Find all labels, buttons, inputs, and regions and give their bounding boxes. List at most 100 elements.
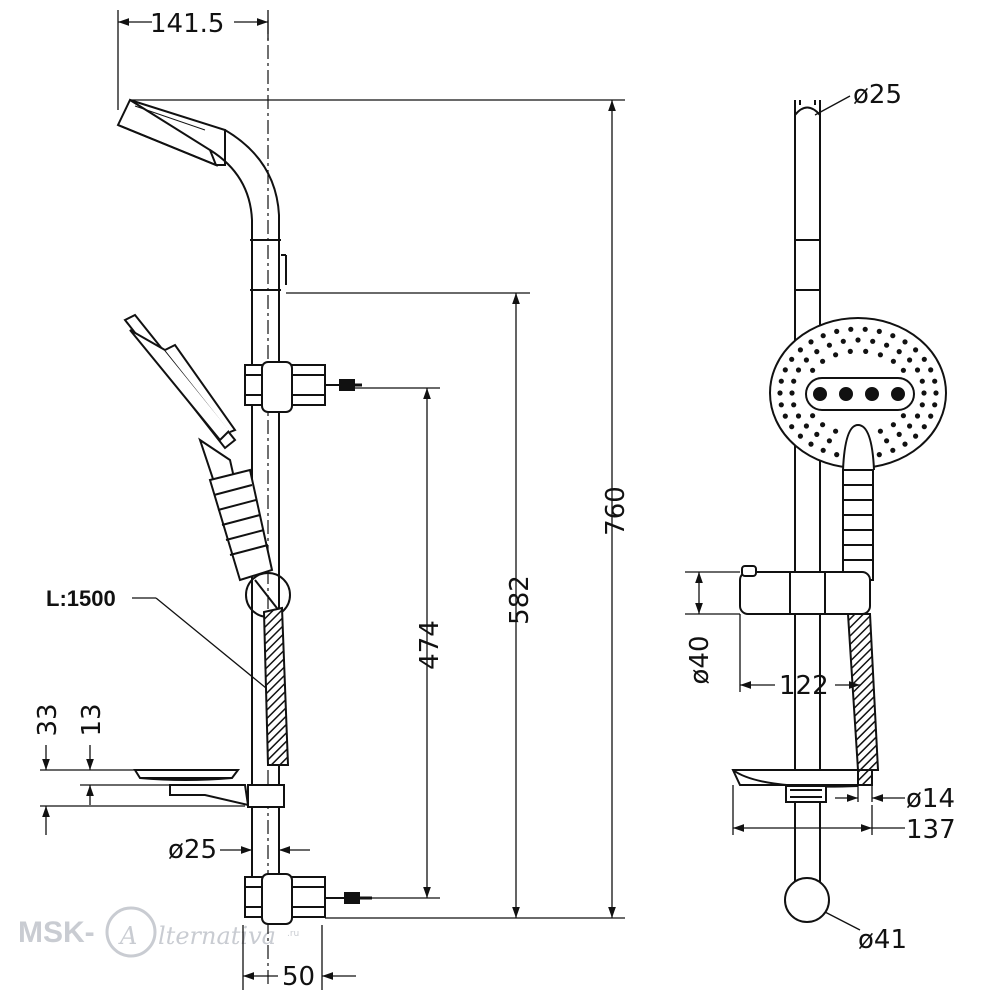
watermark-prefix: MSK- [18, 916, 95, 949]
spray-nozzle [778, 402, 784, 408]
side-dimension-labels: 141.5 760 582 474 L:1500 33 13 ø25 50 [33, 9, 631, 992]
front-view [731, 100, 947, 923]
spray-nozzle [803, 357, 810, 363]
side-bottom-bracket [244, 873, 372, 925]
front-dimensions [685, 95, 905, 931]
spray-nozzle [782, 413, 788, 419]
spray-nozzle [921, 424, 927, 430]
spray-nozzle [902, 441, 908, 447]
spray-nozzle [808, 339, 814, 345]
spray-nozzle [932, 402, 938, 408]
spray-nozzle [870, 338, 876, 344]
spray-nozzle [921, 356, 927, 362]
front-hose [846, 613, 880, 771]
spray-nozzle [791, 378, 797, 384]
spray-nozzle [902, 339, 908, 345]
spray-nozzle [933, 390, 939, 396]
spray-nozzle [789, 356, 795, 362]
spray-nozzle [826, 342, 833, 348]
front-rail [794, 100, 821, 885]
side-view [116, 20, 372, 985]
spray-nozzle [840, 338, 846, 344]
spray-nozzle [820, 358, 826, 364]
spray-nozzle [834, 328, 840, 334]
side-overhead-arm [116, 98, 287, 291]
spray-nozzle [900, 367, 907, 373]
spray-nozzle [791, 402, 797, 408]
spray-nozzle [810, 367, 816, 373]
spray-nozzle [797, 347, 804, 353]
spray-nozzle [914, 413, 921, 419]
dim-bottom-diameter: ø41 [858, 925, 907, 955]
front-shower-head [769, 317, 947, 469]
dim-bracket-spacing: 474 [415, 620, 445, 670]
spray-nozzle [890, 333, 896, 339]
dim-rail-height: 582 [505, 575, 535, 625]
spray-nozzle [855, 337, 861, 343]
spray-nozzle [847, 348, 853, 354]
spray-nozzle [814, 431, 820, 437]
watermark-suffix: lternativa [158, 922, 276, 950]
spray-nozzle [808, 441, 814, 447]
spray-nozzle [884, 342, 890, 348]
spray-nozzle [797, 433, 804, 439]
front-holder [739, 565, 871, 615]
spray-nozzle [914, 367, 921, 373]
spray-nozzle [834, 452, 840, 458]
spray-nozzle [890, 422, 897, 428]
side-soap-dish [133, 769, 285, 808]
spray-nozzle [876, 452, 882, 458]
dim-33: 33 [33, 703, 63, 736]
dim-total-height: 760 [601, 486, 631, 536]
spray-nozzle [789, 390, 795, 396]
spray-nozzle [907, 423, 913, 429]
dim-rail-diameter: ø25 [168, 835, 217, 865]
spray-nozzle [907, 357, 913, 363]
spray-nozzle [810, 413, 816, 419]
spray-nozzle [896, 349, 902, 355]
front-handle [842, 423, 875, 581]
watermark: MSK- A lternativa .ru [18, 906, 299, 958]
spray-nozzle [900, 413, 907, 419]
spray-nozzle [778, 378, 784, 384]
spray-nozzle [877, 428, 884, 434]
spray-nozzle [833, 352, 839, 358]
side-dimensions [40, 10, 625, 990]
dim-hose-length: L:1500 [46, 586, 116, 611]
spray-nozzles [777, 326, 939, 458]
spray-nozzle [777, 390, 783, 396]
side-hand-shower [123, 313, 291, 618]
side-hose [262, 606, 290, 766]
spray-nozzle [919, 402, 925, 408]
spray-nozzle [814, 349, 820, 355]
spray-nozzle [928, 413, 934, 419]
spray-nozzle [820, 447, 826, 453]
spray-nozzle [919, 378, 925, 384]
watermark-at-icon [105, 906, 157, 958]
dim-wall-offset: 50 [282, 962, 315, 992]
dim-holder-diameter: ø40 [685, 636, 715, 685]
spray-nozzle [833, 428, 839, 434]
spray-nozzle [921, 390, 927, 396]
watermark-domain: .ru [287, 929, 299, 939]
dim-holder-width: 122 [779, 671, 829, 701]
dim-soap-dish-width: 137 [906, 815, 956, 845]
spray-nozzle [896, 431, 902, 437]
front-bottom-cap [784, 877, 830, 923]
spray-nozzle [820, 333, 826, 339]
front-soap-dish [731, 769, 873, 803]
spray-nozzle [820, 422, 826, 428]
spray-nozzle [862, 326, 868, 332]
spray-nozzle [803, 423, 810, 429]
dim-13: 13 [77, 703, 107, 736]
spray-nozzle [928, 367, 934, 373]
watermark-letter: A [118, 922, 137, 950]
spray-nozzle [913, 433, 919, 439]
dim-head-offset: 141.5 [150, 9, 224, 39]
spray-nozzle [795, 413, 802, 419]
dim-soap-dish-hole: ø14 [906, 784, 955, 814]
spray-nozzle [877, 352, 884, 358]
spray-nozzle [876, 328, 882, 334]
spray-nozzle [826, 438, 833, 444]
